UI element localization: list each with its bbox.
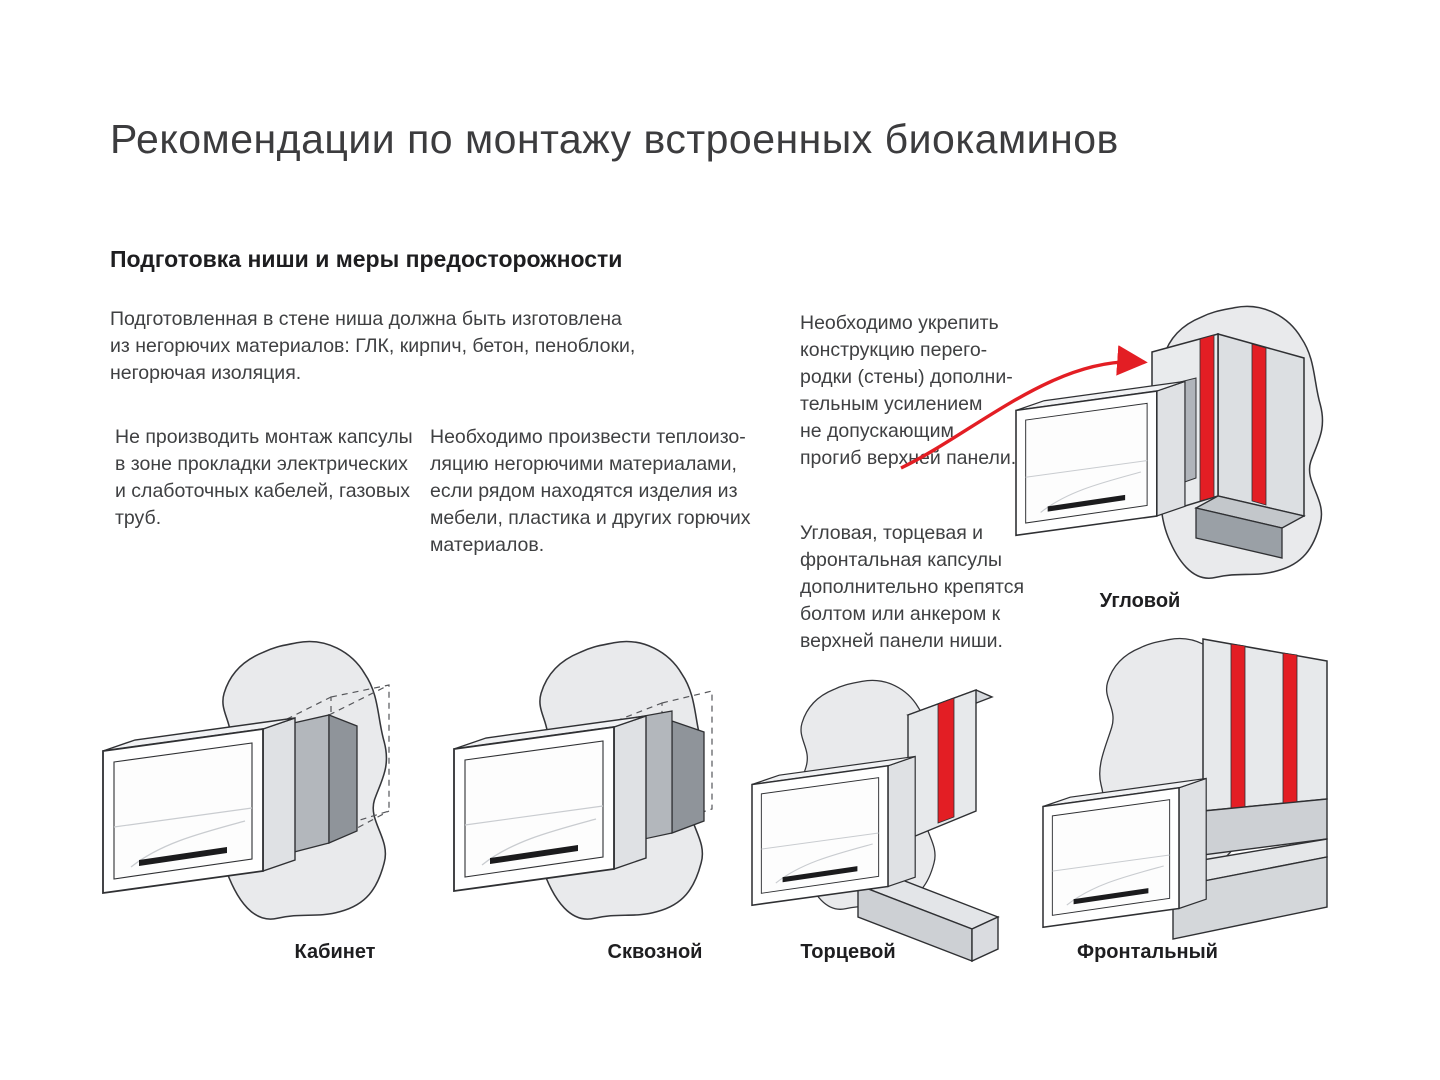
note-electrical: Не производить монтаж капсулы в зоне про… — [115, 426, 413, 529]
bench-front — [1172, 856, 1328, 940]
note-insulation: Необходимо произвести теплоизо- ляцию не… — [430, 426, 751, 556]
page-title: Рекомендации по монтажу встроенных биока… — [110, 116, 1119, 162]
niche-side-wall — [328, 714, 358, 844]
section-heading: Подготовка ниши и меры предосторожности — [110, 246, 623, 272]
note-fastening: Угловая, торцевая и фронтальная капсулы … — [800, 522, 1025, 652]
red-reinforcement-stripe — [1282, 652, 1298, 806]
cabinet-diagram — [102, 640, 390, 920]
niche-back-dashed — [661, 690, 713, 826]
niche-side-wall — [671, 720, 705, 834]
base-slab-front — [1195, 507, 1283, 559]
label-through: Сквозной — [607, 941, 703, 963]
support-beam-end — [971, 915, 999, 963]
end-diagram — [751, 679, 1000, 963]
fireplace-capsule — [102, 717, 296, 895]
fireplace-capsule — [453, 715, 647, 893]
frontal-diagram — [1042, 637, 1328, 940]
intro-paragraph: Подготовленная в стене ниша должна быть … — [110, 308, 636, 384]
red-reinforcement-stripe — [1251, 343, 1267, 506]
label-end: Торцевой — [800, 941, 896, 963]
label-cabinet: Кабинет — [294, 941, 376, 963]
note-reinforcement: Необходимо укрепить конструкцию перего- … — [800, 312, 1017, 469]
corner-diagram — [1015, 305, 1324, 579]
label-frontal: Фронтальный — [1077, 941, 1218, 963]
red-reinforcement-stripe — [1199, 334, 1215, 502]
red-reinforcement-stripe — [1230, 643, 1246, 810]
fireplace-capsule — [1015, 380, 1186, 537]
red-reinforcement-stripe — [937, 697, 955, 824]
through-diagram — [453, 640, 713, 920]
label-corner: Угловой — [1099, 590, 1181, 612]
fireplace-capsule — [1042, 777, 1207, 929]
wall-panel — [1202, 638, 1328, 812]
fireplace-capsule — [751, 755, 916, 907]
